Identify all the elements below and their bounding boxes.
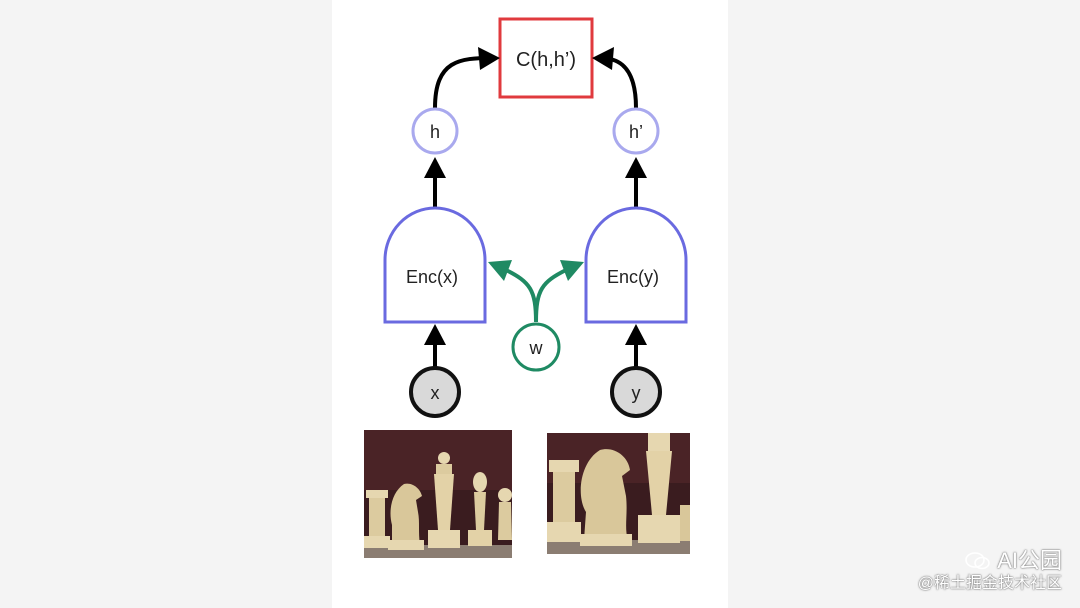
enc-y-label: Enc(y) <box>607 267 659 287</box>
arrowhead-y-to-ency <box>625 324 647 345</box>
w-arrowhead-right <box>560 260 584 281</box>
enc-x-label: Enc(x) <box>406 267 458 287</box>
y-node <box>610 366 662 418</box>
watermark: AI公园 @稀土掘金技术社区 <box>918 548 1062 594</box>
x-node <box>409 366 461 418</box>
w-node <box>511 322 561 372</box>
chess-image-x <box>364 430 512 558</box>
watermark-top: AI公园 <box>918 548 1062 574</box>
chess-image-y <box>547 433 690 554</box>
h-label: h <box>430 122 440 142</box>
arrowhead-h-to-cost <box>478 47 500 70</box>
h-prime-node <box>612 107 660 155</box>
w-branch-right <box>534 268 567 323</box>
enc-y-shape <box>584 206 688 324</box>
x-label: x <box>431 383 440 403</box>
arrowhead-encx-to-h <box>424 157 446 178</box>
w-branch-left <box>505 268 538 323</box>
watermark-top-text: AI公园 <box>997 548 1062 573</box>
arrowhead-ency-to-hprime <box>625 157 647 178</box>
h-node <box>411 107 459 155</box>
w-label: w <box>529 338 544 358</box>
w-arrowhead-left <box>488 260 512 281</box>
watermark-bottom-text: @稀土掘金技术社区 <box>917 575 1062 592</box>
cost-label: C(h,h’) <box>516 49 576 71</box>
wechat-icon <box>965 552 991 570</box>
arrowhead-hprime-to-cost <box>592 47 614 70</box>
h-prime-label: h’ <box>629 122 643 142</box>
enc-x-shape <box>383 206 487 324</box>
y-label: y <box>632 383 641 403</box>
cost-box <box>498 17 594 99</box>
arrowhead-x-to-encx <box>424 324 446 345</box>
